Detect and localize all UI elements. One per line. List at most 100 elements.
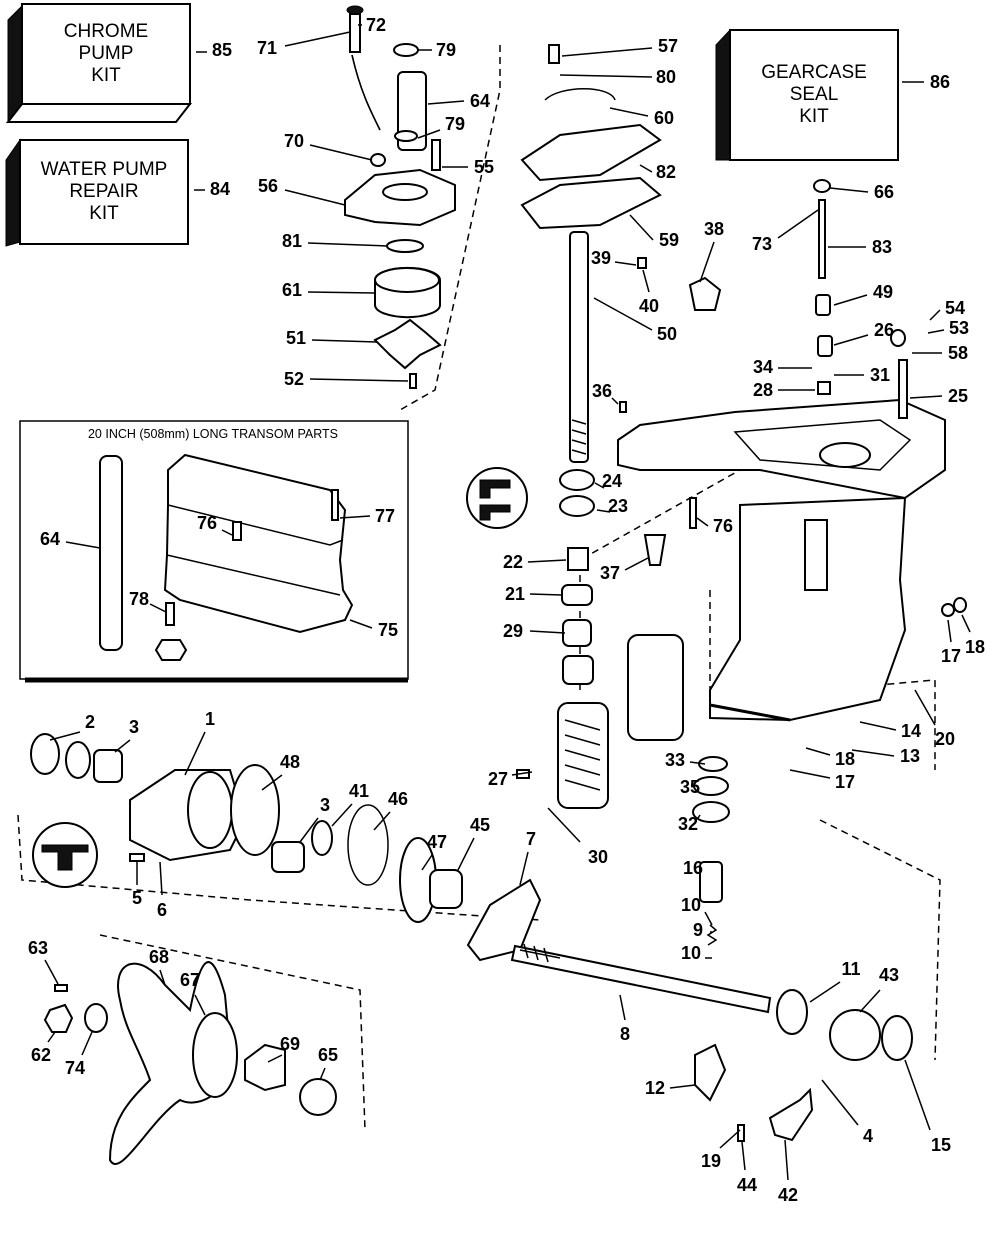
callout-15: 15 <box>930 1135 952 1155</box>
callout-83: 83 <box>871 237 893 257</box>
inset-tube-64 <box>99 455 123 651</box>
leader-line-14 <box>859 721 897 731</box>
leader-line-61 <box>307 291 376 294</box>
leader-line-78 <box>149 603 167 613</box>
callout-68: 68 <box>148 947 170 967</box>
leader-line-64 <box>65 541 101 549</box>
long-transom-inset <box>19 420 409 683</box>
callout-36: 36 <box>591 381 613 401</box>
callout-19: 19 <box>700 1151 722 1171</box>
leader-line-23 <box>596 509 611 513</box>
callout-28: 28 <box>752 380 774 400</box>
callout-60: 60 <box>653 108 675 128</box>
callout-5: 5 <box>131 888 143 908</box>
callout-65: 65 <box>317 1045 339 1065</box>
leader-line-70 <box>309 144 373 161</box>
leader-line-38 <box>699 241 715 283</box>
leader-line-66 <box>829 187 869 193</box>
leader-line-82 <box>639 164 653 173</box>
leader-line-50 <box>593 297 653 331</box>
callout-30: 30 <box>587 847 609 867</box>
callout-6: 6 <box>156 900 168 920</box>
callout-23: 23 <box>607 496 629 516</box>
callout-44: 44 <box>736 1175 758 1195</box>
callout-46: 46 <box>387 789 409 809</box>
callout-49: 49 <box>872 282 894 302</box>
callout-41: 41 <box>348 781 370 801</box>
callout-1: 1 <box>204 709 216 729</box>
leader-line-68 <box>159 969 166 986</box>
leader-line-3 <box>299 817 319 843</box>
callout-73: 73 <box>751 234 773 254</box>
callout-34: 34 <box>752 357 774 377</box>
leader-line-7 <box>519 851 529 886</box>
leader-line-64 <box>427 100 465 105</box>
water-screen-upper <box>627 634 684 741</box>
leader-line-19 <box>719 1129 741 1149</box>
leader-line-26 <box>833 334 869 346</box>
inset-bolt-76 <box>232 521 242 541</box>
callout-17: 17 <box>834 772 856 792</box>
leader-line-63 <box>44 959 59 985</box>
callout-48: 48 <box>279 752 301 772</box>
callout-7: 7 <box>525 829 537 849</box>
callout-18: 18 <box>964 637 986 657</box>
leader-line-1 <box>184 731 206 776</box>
callout-57: 57 <box>657 36 679 56</box>
leader-line-17 <box>789 769 831 779</box>
callout-3: 3 <box>128 717 140 737</box>
bearing-housing-parts <box>30 733 542 962</box>
callout-50: 50 <box>656 324 678 344</box>
leader-line-59 <box>629 214 654 241</box>
callout-13: 13 <box>899 746 921 766</box>
callout-71: 71 <box>256 38 278 58</box>
callout-43: 43 <box>878 965 900 985</box>
callout-31: 31 <box>869 365 891 385</box>
callout-80: 80 <box>655 67 677 87</box>
leader-line-36 <box>611 397 619 405</box>
callout-2: 2 <box>84 712 96 732</box>
leader-line-60 <box>609 107 649 117</box>
leader-line-56 <box>284 189 346 206</box>
pump-base-plates <box>520 44 662 230</box>
callout-69: 69 <box>279 1034 301 1054</box>
leader-line-13 <box>851 749 895 757</box>
callout-20: 20 <box>934 729 956 749</box>
inset-nut <box>154 639 188 661</box>
callout-16: 16 <box>682 858 704 878</box>
callout-25: 25 <box>947 386 969 406</box>
leader-line-30 <box>547 807 581 843</box>
callout-4: 4 <box>862 1126 874 1146</box>
leader-line-77 <box>339 515 371 519</box>
leader-line-45 <box>457 837 475 871</box>
callout-86: 86 <box>929 72 951 92</box>
leader-line-24 <box>594 482 605 489</box>
callout-9: 9 <box>692 920 704 940</box>
callout-75: 75 <box>377 620 399 640</box>
leader-line-52 <box>309 378 409 382</box>
driveshaft <box>569 231 722 463</box>
leader-line-75 <box>349 619 373 629</box>
callout-84: 84 <box>209 179 231 199</box>
leader-line-67 <box>194 994 206 1016</box>
callout-54: 54 <box>944 298 966 318</box>
callout-32: 32 <box>677 814 699 834</box>
propeller <box>43 961 337 1165</box>
callout-76: 76 <box>712 516 734 536</box>
callout-11: 11 <box>841 959 861 979</box>
callout-61: 61 <box>281 280 303 300</box>
callout-82: 82 <box>655 162 677 182</box>
callout-38: 38 <box>703 219 725 239</box>
callout-22: 22 <box>502 552 524 572</box>
callout-8: 8 <box>619 1024 631 1044</box>
leader-line-20 <box>914 689 936 726</box>
gearcase-seal-kit-label: GEARCASE SEAL KIT <box>761 62 867 127</box>
leader-line-65 <box>319 1067 326 1081</box>
leader-line-42 <box>784 1139 789 1181</box>
callout-37: 37 <box>599 563 621 583</box>
callout-77: 77 <box>374 506 396 526</box>
callout-53: 53 <box>948 318 970 338</box>
inset-stud-77 <box>331 489 339 521</box>
inset-stud-78 <box>165 602 175 626</box>
